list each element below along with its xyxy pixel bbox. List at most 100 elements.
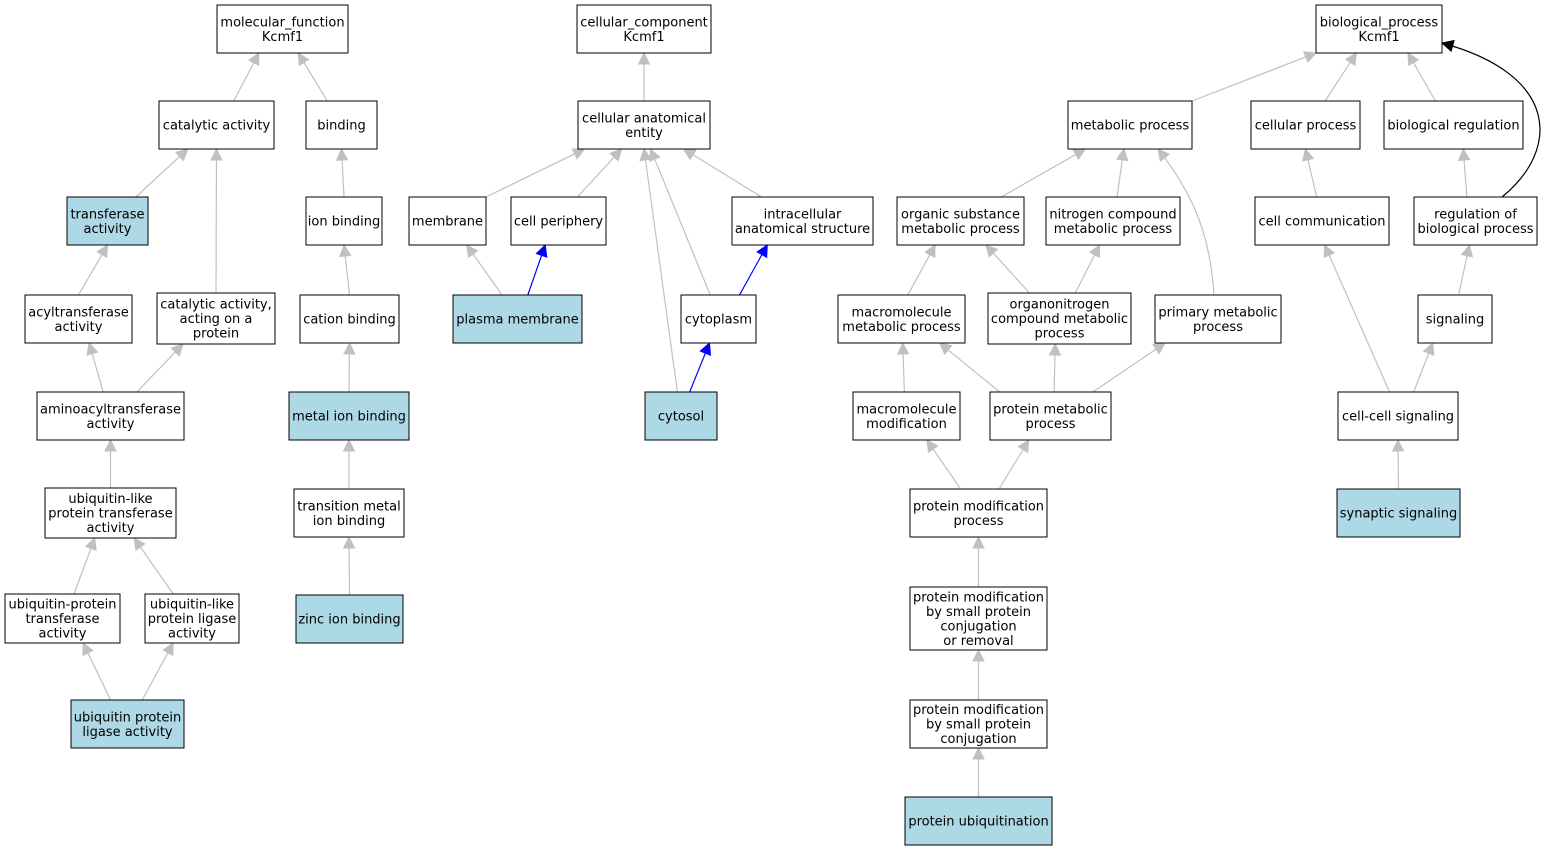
go-term-node-bio-reg[interactable]: biological regulation [1383, 100, 1524, 150]
go-term-node-cation-binding[interactable]: cation binding [299, 294, 400, 344]
edge-organonitrogen-to-nitrogen [1074, 254, 1096, 294]
go-term-node-metal-ion[interactable]: metal ion binding [288, 391, 410, 441]
go-term-node-membrane[interactable]: membrane [408, 196, 487, 246]
node-box [66, 196, 149, 246]
go-term-node-signaling[interactable]: signaling [1417, 294, 1493, 344]
node-label-line: cellular_component [580, 15, 708, 30]
node-box [144, 593, 240, 644]
edge-aminoacyl-to-acyltransferase-arrowhead [86, 341, 99, 356]
edge-organic-sub-to-metabolic [1000, 153, 1077, 198]
go-term-node-metabolic[interactable]: metabolic process [1067, 100, 1193, 150]
go-term-node-zinc[interactable]: zinc ion binding [295, 594, 404, 644]
go-term-node-ion-binding[interactable]: ion binding [305, 196, 383, 246]
go-term-node-synaptic[interactable]: synaptic signaling [1336, 488, 1461, 538]
edge-aminoacyl-to-cat-protein [136, 351, 176, 393]
node-box [1067, 100, 1193, 150]
edge-ion-binding-to-binding-arrowhead [335, 147, 349, 161]
node-box [909, 699, 1048, 749]
node-label-line: metabolic process [1071, 119, 1190, 134]
node-box [1336, 488, 1461, 538]
edge-cellular-process-to-bp-root [1324, 61, 1351, 102]
edge-cytoplasm-to-cae [654, 158, 711, 296]
node-label-line: metabolic process [842, 320, 961, 335]
node-label-line: ion binding [313, 514, 385, 529]
edge-plasma-membrane-to-membrane-arrowhead [466, 244, 479, 259]
go-term-node-cell-periphery[interactable]: cell periphery [510, 196, 607, 246]
edge-acyltransferase-to-transferase-arrowhead [96, 244, 109, 259]
go-term-node-catalytic[interactable]: catalytic activity [158, 100, 275, 150]
edge-prot-mod-to-macro-mod [932, 448, 962, 490]
node-label-line: cellular process [1255, 119, 1357, 134]
node-label-line: process [954, 514, 1004, 529]
node-label-line: ubiquitin-like [150, 598, 234, 613]
edge-primary-met-to-metabolic [1157, 148, 1215, 296]
go-term-node-cytoplasm[interactable]: cytoplasm [680, 294, 757, 344]
node-box [305, 196, 383, 246]
node-box [288, 391, 410, 441]
node-box [909, 586, 1048, 651]
node-label-line: protein modification [913, 590, 1044, 605]
node-box [70, 699, 185, 749]
node-label-line: metabolic process [901, 222, 1020, 237]
node-box [44, 487, 177, 539]
node-label-line: acyltransferase [28, 305, 129, 320]
go-term-node-binding[interactable]: binding [305, 100, 378, 150]
edge-reg-bp-to-bio-reg-arrowhead [1457, 147, 1471, 161]
edge-ubiquitination-to-pm-small-c-arrowhead [972, 746, 985, 760]
go-term-node-cytosol[interactable]: cytosol [644, 391, 718, 441]
node-box [156, 292, 276, 345]
node-box [299, 294, 400, 344]
node-label-line: ubiquitin-like [68, 492, 152, 507]
node-label-line: process [1193, 320, 1243, 335]
edge-catalytic-to-mf-root-arrowhead [247, 52, 260, 67]
go-term-node-cell-comm[interactable]: cell communication [1254, 196, 1390, 246]
node-box [1154, 294, 1282, 344]
node-box [24, 294, 133, 344]
go-term-node-cell-cell[interactable]: cell-cell signaling [1337, 391, 1459, 441]
edge-zinc-to-transition-metal-arrowhead [342, 535, 356, 549]
edge-macro-mod-to-macro-met-arrowhead [896, 341, 910, 355]
node-label-line: compound metabolic [991, 312, 1128, 327]
edge-signaling-to-reg-bp-arrowhead [1460, 243, 1474, 258]
node-label-line: biological regulation [1387, 119, 1519, 134]
node-label-line: binding [317, 119, 365, 134]
go-term-node-plasma-membrane[interactable]: plasma membrane [452, 294, 583, 344]
edge-organic-sub-to-metabolic-arrowhead [1072, 148, 1087, 161]
node-label-line: synaptic signaling [1340, 507, 1457, 522]
edge-signaling-to-reg-bp [1458, 255, 1468, 296]
node-label-line: entity [625, 126, 663, 141]
go-term-node-ubiquitination[interactable]: protein ubiquitination [904, 796, 1053, 846]
node-label-line: metabolic process [1054, 222, 1173, 237]
node-box [1337, 391, 1459, 441]
go-term-node-cellular-process[interactable]: cellular process [1250, 100, 1361, 150]
node-label-line: process [1026, 417, 1076, 432]
edge-cytosol-to-cae [644, 159, 678, 393]
